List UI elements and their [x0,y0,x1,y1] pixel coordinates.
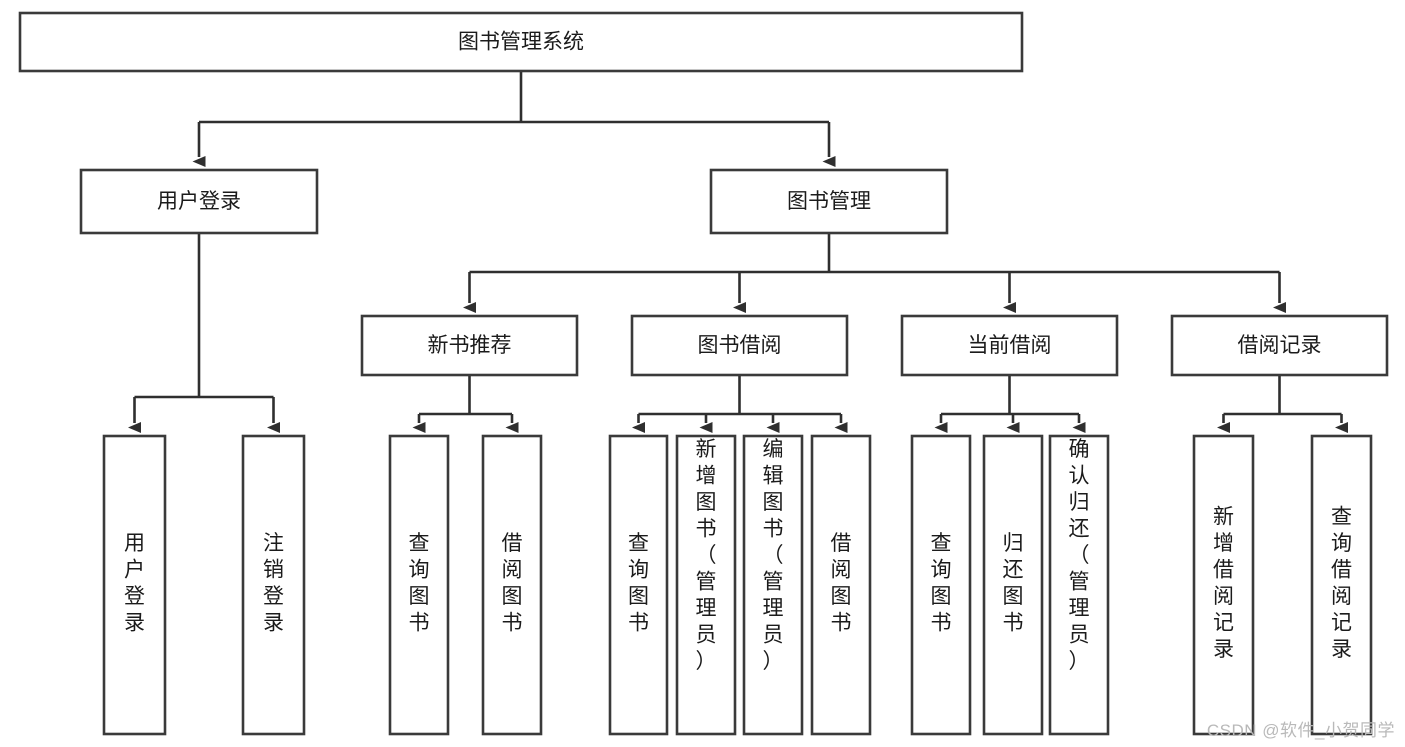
node-label: 图书管理系统 [458,31,584,54]
node-label: 借阅图书 [502,532,523,635]
node-label: 用户登录 [157,190,241,213]
node-label: 确认归还（管理员） [1069,438,1090,673]
node-label: 图书借阅 [698,334,782,357]
node-box[interactable] [360,314,579,377]
node-box[interactable] [910,434,972,736]
node-box[interactable] [1048,434,1110,736]
node-box[interactable] [1170,314,1389,377]
node-box[interactable] [810,434,872,736]
node-box[interactable] [1192,434,1255,736]
node-leaf-confirm-return-admin[interactable]: 确认归还（管理员） [1048,434,1110,736]
node-book-manage[interactable]: 图书管理 [709,168,949,235]
node-leaf-query-book-rec[interactable]: 查询图书 [388,434,450,736]
connector-group-root [192,71,836,167]
node-leaf-add-book-admin[interactable]: 新增图书（管理员） [675,434,737,736]
node-leaf-borrow-book-rec[interactable]: 借阅图书 [481,434,543,736]
node-label: 借阅记录 [1238,334,1322,357]
node-leaf-add-borrow-record[interactable]: 新增借阅记录 [1192,434,1255,736]
node-box[interactable] [982,434,1044,736]
node-leaf-query-book-borrow[interactable]: 查询图书 [608,434,669,736]
node-box[interactable] [388,434,450,736]
node-leaf-user-login[interactable]: 用户登录 [102,434,167,736]
node-leaf-borrow-book[interactable]: 借阅图书 [810,434,872,736]
node-box[interactable] [18,11,1024,73]
node-box[interactable] [1310,434,1373,736]
node-leaf-logout[interactable]: 注销登录 [241,434,306,736]
node-book-borrow[interactable]: 图书借阅 [630,314,849,377]
connector-group-new-book-recommend [412,375,519,433]
node-leaf-return-book[interactable]: 归还图书 [982,434,1044,736]
node-box[interactable] [608,434,669,736]
node-box[interactable] [79,168,319,235]
node-box[interactable] [481,434,543,736]
node-user-login[interactable]: 用户登录 [79,168,319,235]
node-label: 归还图书 [1003,532,1024,635]
nodes-layer: 图书管理系统用户登录图书管理新书推荐图书借阅当前借阅借阅记录用户登录注销登录查询… [18,11,1389,736]
node-leaf-edit-book-admin[interactable]: 编辑图书（管理员） [742,434,804,736]
node-label: 注销登录 [263,532,284,635]
node-box[interactable] [742,434,804,736]
connector-group-current-borrow [934,375,1086,433]
connector-group-user-login [128,233,280,433]
node-borrow-record[interactable]: 借阅记录 [1170,314,1389,377]
node-box[interactable] [709,168,949,235]
node-root[interactable]: 图书管理系统 [18,11,1024,73]
node-label: 当前借阅 [968,334,1052,357]
node-label: 用户登录 [124,532,145,635]
node-new-book-recommend[interactable]: 新书推荐 [360,314,579,377]
node-leaf-query-book-cur[interactable]: 查询图书 [910,434,972,736]
node-label: 查询图书 [931,532,952,635]
node-label: 新增图书（管理员） [696,438,717,673]
node-label: 编辑图书（管理员） [763,438,784,673]
connector-group-borrow-record [1217,375,1348,433]
node-label: 新书推荐 [428,334,512,357]
connector-group-book-borrow [632,375,848,433]
node-label: 借阅图书 [831,532,852,635]
node-label: 查询借阅记录 [1331,506,1352,662]
node-label: 新增借阅记录 [1213,506,1234,662]
connectors-layer [128,71,1348,433]
node-box[interactable] [241,434,306,736]
node-box[interactable] [900,314,1119,377]
node-box[interactable] [675,434,737,736]
node-leaf-query-borrow-record[interactable]: 查询借阅记录 [1310,434,1373,736]
connector-group-book-manage [463,233,1286,313]
node-label: 查询图书 [409,532,430,635]
node-current-borrow[interactable]: 当前借阅 [900,314,1119,377]
node-box[interactable] [102,434,167,736]
node-label: 图书管理 [787,190,871,213]
node-label: 查询图书 [628,532,649,635]
node-box[interactable] [630,314,849,377]
watermark-text: CSDN @软件_小贺同学 [1206,721,1395,740]
